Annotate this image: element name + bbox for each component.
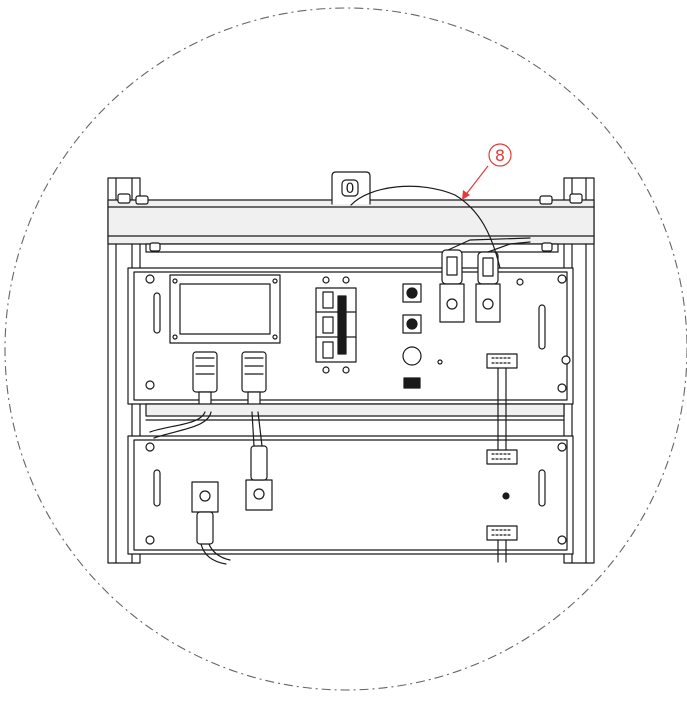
indicator-light xyxy=(402,346,422,366)
rack-corner-bolt xyxy=(117,193,131,204)
callout-leader-line xyxy=(463,165,489,198)
circuit-breaker xyxy=(315,276,357,374)
rack-lug-label: 0 xyxy=(346,181,355,197)
callout-circle xyxy=(488,143,512,167)
lower-comm-port-2 xyxy=(486,525,518,541)
callout-8: 8 xyxy=(462,143,512,200)
top-lifting-lug xyxy=(331,171,371,205)
rack-frame xyxy=(107,171,595,564)
rack-corner-bolt xyxy=(539,195,553,205)
upper-comm-port xyxy=(486,353,518,369)
rack-corner-bolt xyxy=(135,195,149,205)
rack-corner-bolt xyxy=(569,193,583,204)
cables xyxy=(149,185,531,565)
upper-power-connector-a xyxy=(439,249,465,323)
upper-power-connector-b xyxy=(475,251,501,323)
upper-module-cable-right xyxy=(241,351,267,413)
callout-number: 8 xyxy=(495,146,505,165)
upper-module xyxy=(127,249,574,413)
lower-power-connector-b xyxy=(245,445,273,511)
control-buttons xyxy=(402,283,443,389)
detail-boundary-circle xyxy=(4,7,687,691)
usb-port xyxy=(403,377,421,389)
lower-module xyxy=(127,435,574,555)
crossbar-bracket xyxy=(145,243,559,253)
module-spacer xyxy=(145,403,565,417)
callout-arrowhead xyxy=(462,190,470,200)
display-screen xyxy=(169,274,281,344)
lower-comm-port-1 xyxy=(486,449,518,465)
lower-power-connector-a xyxy=(191,481,219,545)
